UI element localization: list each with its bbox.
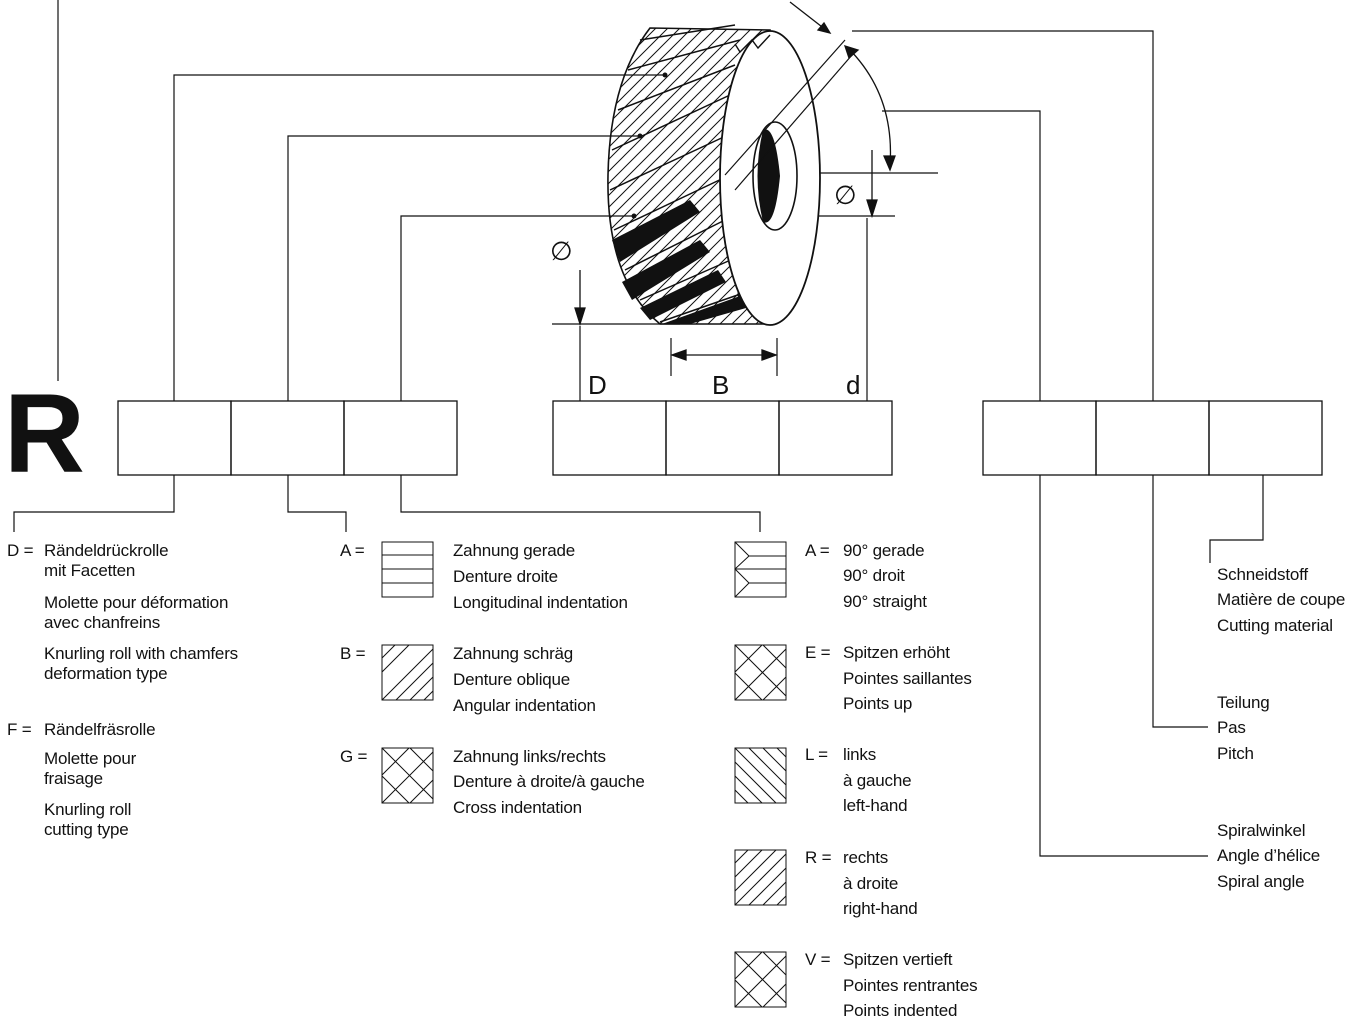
pitch-label-en: Pitch xyxy=(1217,744,1254,763)
type-d-en-2: deformation type xyxy=(44,664,168,683)
profile-l-line-3: left-hand xyxy=(843,796,908,815)
swatch-indentation-b xyxy=(381,644,434,701)
type-code-f: F = xyxy=(7,720,32,739)
pitch-label-de: Teilung xyxy=(1217,693,1270,712)
type-code-d: D = xyxy=(7,541,34,560)
indentation-a-line-3: Longitudinal indentation xyxy=(453,593,628,612)
swatch-indentation-a xyxy=(381,541,434,598)
indentation-a-line-1: Zahnung gerade xyxy=(453,541,575,560)
indentation-g-line-3: Cross indentation xyxy=(453,798,582,817)
indentation-code-b: B = xyxy=(340,644,366,663)
dim-label-d-outer: D xyxy=(588,370,607,400)
profile-code-a: A = xyxy=(805,541,830,560)
code-box-spiral xyxy=(982,400,1097,476)
indentation-b-line-1: Zahnung schräg xyxy=(453,644,574,663)
type-f-en-2: cutting type xyxy=(44,820,129,839)
profile-a-line-2: 90° droit xyxy=(843,566,905,585)
code-box-bore xyxy=(778,400,893,476)
code-box-material xyxy=(1208,400,1323,476)
profile-code-v: V = xyxy=(805,950,831,969)
code-box-pitch xyxy=(1095,400,1210,476)
swatch-profile-l xyxy=(734,747,787,804)
material-label-de: Schneidstoff xyxy=(1217,565,1308,584)
profile-code-e: E = xyxy=(805,643,831,662)
type-d-de-1: Rändeldrückrolle xyxy=(44,541,169,560)
material-label-fr: Matière de coupe xyxy=(1217,590,1346,609)
profile-v-line-2: Pointes rentrantes xyxy=(843,976,978,995)
profile-code-l: L = xyxy=(805,745,828,764)
indentation-b-line-2: Denture oblique xyxy=(453,670,571,689)
profile-r-line-1: rechts xyxy=(843,848,889,867)
type-f-de-1: Rändelfräsrolle xyxy=(44,720,156,739)
code-box-width xyxy=(665,400,780,476)
designation-letter: R xyxy=(4,371,85,496)
indentation-g-line-2: Denture à droite/à gauche xyxy=(453,772,645,791)
profile-r-line-2: à droite xyxy=(843,874,899,893)
code-box-diameter xyxy=(552,400,667,476)
spiral-label-en: Spiral angle xyxy=(1217,872,1305,891)
swatch-profile-r xyxy=(734,849,787,906)
knurling-wheel-drawing xyxy=(607,24,853,326)
profile-code-r: R = xyxy=(805,848,832,867)
type-d-en-1: Knurling roll with chamfers xyxy=(44,644,238,663)
code-box-indentation xyxy=(230,400,345,476)
indentation-code-g: G = xyxy=(340,747,368,766)
spiral-label-de: Spiralwinkel xyxy=(1217,821,1306,840)
type-f-fr-1: Molette pour xyxy=(44,749,137,768)
type-f-en-1: Knurling roll xyxy=(44,800,132,819)
pitch-label-fr: Pas xyxy=(1217,718,1246,737)
indentation-code-a: A = xyxy=(340,541,365,560)
dim-label-width: B xyxy=(712,370,730,400)
dim-label-d-bore: d xyxy=(846,370,861,400)
diameter-symbol-outer: ∅ xyxy=(550,236,573,266)
profile-r-line-3: right-hand xyxy=(843,899,918,918)
spiral-label-fr: Angle d’hélice xyxy=(1217,846,1321,865)
dimension-arrows xyxy=(574,1,896,361)
type-f-fr-2: fraisage xyxy=(44,769,103,788)
type-d-de-2: mit Facetten xyxy=(44,561,136,580)
indentation-g-line-1: Zahnung links/rechts xyxy=(453,747,606,766)
code-box-type xyxy=(117,400,232,476)
swatch-profile-a xyxy=(734,541,787,598)
material-label-en: Cutting material xyxy=(1217,616,1333,635)
profile-a-line-3: 90° straight xyxy=(843,592,927,611)
code-box-profile xyxy=(343,400,458,476)
swatch-profile-e xyxy=(734,644,787,701)
legend-swatches xyxy=(381,541,787,1008)
type-d-fr-1: Molette pour déformation xyxy=(44,593,229,612)
profile-v-line-3: Points indented xyxy=(843,1001,958,1020)
diameter-symbol-bore: ∅ xyxy=(834,180,857,210)
indentation-b-line-3: Angular indentation xyxy=(453,696,596,715)
swatch-indentation-g xyxy=(381,747,434,804)
profile-e-line-1: Spitzen erhöht xyxy=(843,643,950,662)
profile-a-line-1: 90° gerade xyxy=(843,541,925,560)
profile-l-line-2: à gauche xyxy=(843,771,912,790)
leader-dots xyxy=(631,72,668,219)
type-d-fr-2: avec chanfreins xyxy=(44,613,161,632)
profile-v-line-1: Spitzen vertieft xyxy=(843,950,953,969)
indentation-a-line-2: Denture droite xyxy=(453,567,558,586)
leader-lines xyxy=(13,0,1264,857)
profile-e-line-2: Pointes saillantes xyxy=(843,669,972,688)
swatch-profile-v xyxy=(734,951,787,1008)
profile-l-line-1: links xyxy=(843,745,877,764)
code-boxes xyxy=(117,400,1323,476)
profile-e-line-3: Points up xyxy=(843,694,913,713)
